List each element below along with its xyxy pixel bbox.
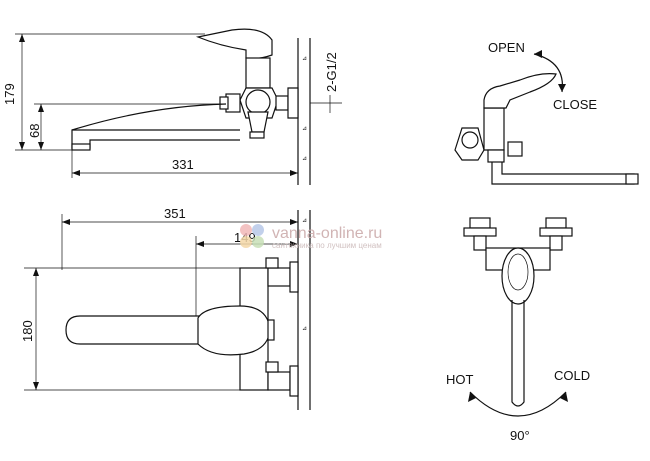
dim-351-label: 351 [164, 206, 186, 221]
dim-180: 180 [20, 267, 240, 391]
side-view: ⊿ ⊿ ⊿ 179 [2, 28, 342, 185]
perspective-view: OPEN CLOSE [454, 40, 639, 185]
dim-thread-label: 2-G1/2 [324, 52, 339, 92]
label-cold: COLD [554, 368, 590, 383]
label-open: OPEN [488, 40, 525, 55]
dim-331: 331 [71, 140, 299, 178]
mixer-body-3d [483, 107, 505, 151]
dim-180-label: 180 [20, 320, 35, 342]
mixer-body-side [245, 57, 271, 89]
dim-351: 351 [61, 206, 298, 270]
watermark: vanna-online.ru сантехника по лучшим цен… [240, 224, 382, 250]
lever-3d [483, 73, 557, 109]
watermark-tagline: сантехника по лучшим ценам [272, 241, 382, 250]
svg-text:⊿: ⊿ [302, 156, 307, 162]
lever-side [195, 28, 273, 60]
dim-179: 179 [2, 33, 205, 151]
svg-text:⊿: ⊿ [302, 56, 307, 62]
dim-179-label: 179 [2, 83, 17, 105]
spout-3d [491, 162, 635, 185]
rotation-arc [469, 391, 567, 417]
label-angle: 90° [510, 428, 530, 443]
spout-front [511, 300, 525, 407]
label-close: CLOSE [553, 97, 597, 112]
dim-68-label: 68 [27, 124, 42, 138]
watermark-site: vanna-online.ru [272, 225, 382, 242]
svg-text:⊿: ⊿ [302, 326, 307, 332]
front-view: HOT COLD 90° [446, 217, 590, 443]
dim-331-label: 331 [172, 157, 194, 172]
wall-side: ⊿ ⊿ ⊿ [297, 38, 311, 185]
lever-front [501, 247, 535, 305]
spout-top [80, 315, 210, 345]
lever-top [197, 305, 271, 356]
dim-68: 68 [27, 103, 226, 150]
svg-text:⊿: ⊿ [302, 126, 307, 132]
watermark-logo-icon [240, 224, 264, 248]
svg-text:⊿: ⊿ [302, 218, 307, 224]
label-hot: HOT [446, 372, 474, 387]
dim-thread: 2-G1/2 [310, 52, 342, 113]
top-view: ⊿ ⊿ 351 149 [20, 206, 311, 410]
spout-side [71, 103, 240, 149]
